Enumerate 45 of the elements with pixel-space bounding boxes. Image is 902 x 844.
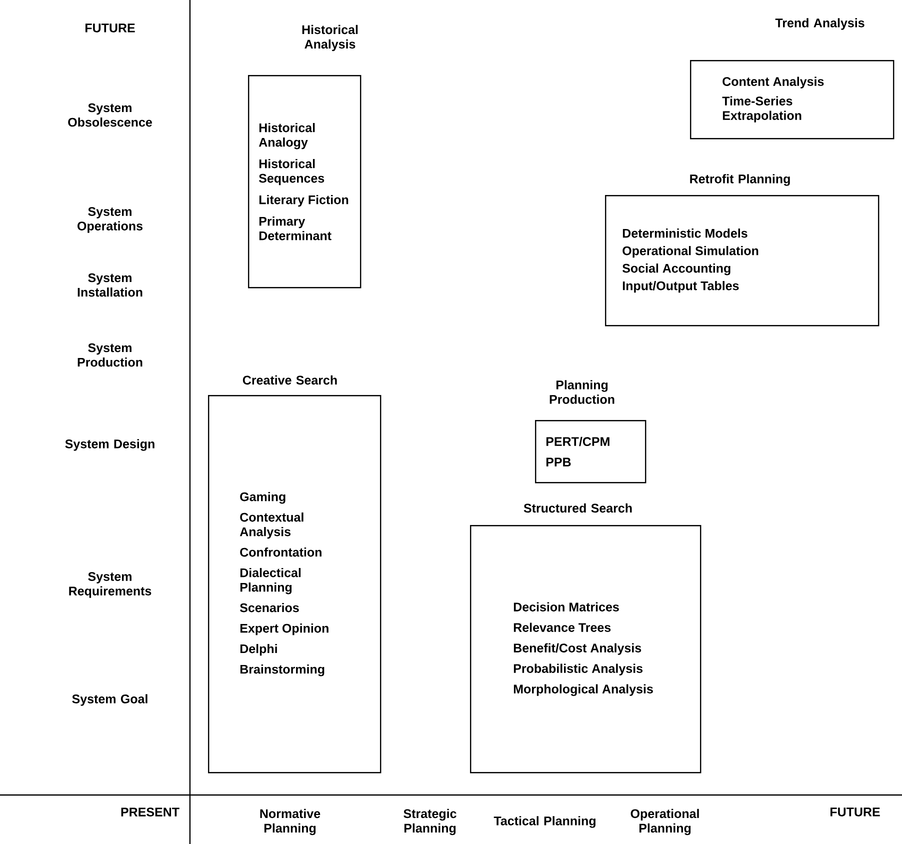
axis-label: System Requirements — [69, 572, 152, 598]
box-heading: Planning Production — [550, 380, 614, 404]
item-text: Expert Opinion — [240, 624, 328, 636]
item-text: Scenarios — [240, 603, 299, 612]
box-heading: Structured Search — [524, 503, 632, 513]
item-text: Benefit/Cost Analysis — [514, 643, 642, 655]
box-heading: Historical Analysis — [302, 24, 358, 52]
box-heading: Creative Search — [242, 375, 337, 385]
item-text: PPB — [546, 458, 571, 466]
item-text: Deterministic Models — [622, 228, 748, 238]
box-heading: Retrofit Planning — [690, 174, 790, 186]
item-text: Content Analysis — [722, 76, 824, 88]
axis-label: System Obsolescence — [68, 103, 152, 127]
axis-label: System Operations — [78, 207, 142, 233]
axis-label: PRESENT — [121, 808, 180, 816]
item-text: Brainstorming — [240, 664, 324, 676]
axis-label: System Design — [65, 439, 154, 451]
item-text: Delphi — [240, 644, 277, 656]
item-text: PERT/CPM — [546, 436, 610, 446]
item-text: Decision Matrices — [514, 602, 619, 612]
axis-label: FUTURE — [86, 24, 135, 32]
item-text: Historical Analogy — [258, 123, 315, 150]
item-text: Historical Sequences — [258, 159, 324, 186]
item-text: Probabilistic Analysis — [514, 664, 642, 676]
item-text: Morphological Analysis — [514, 684, 653, 696]
item-text: Dialectical Planning — [240, 568, 301, 594]
axis-label: Tactical Planning — [494, 816, 596, 828]
axis-label: FUTURE — [830, 808, 880, 816]
item-text: Time-Series Extrapolation — [722, 96, 802, 122]
item-text: Social Accounting — [622, 264, 730, 276]
axis-label: Normative Planning — [260, 808, 320, 836]
axis-label: Strategic Planning — [404, 808, 456, 836]
item-text: Gaming — [240, 492, 286, 504]
axis-label: System Goal — [72, 694, 148, 706]
axis-label: System Installation — [78, 273, 142, 297]
item-text: Operational Simulation — [622, 246, 758, 258]
item-text: Literary Fiction — [259, 195, 348, 207]
item-text: Contextual Analysis — [240, 512, 304, 539]
axis-label: System Production — [78, 343, 142, 367]
axis-label: Operational Planning — [630, 808, 699, 836]
item-text: Primary Determinant — [259, 216, 332, 240]
item-text: Input/Output Tables — [622, 281, 739, 293]
item-text: Confrontation — [240, 548, 322, 557]
box-heading: Trend Analysis — [775, 18, 864, 30]
item-text: Relevance Trees — [514, 622, 611, 632]
